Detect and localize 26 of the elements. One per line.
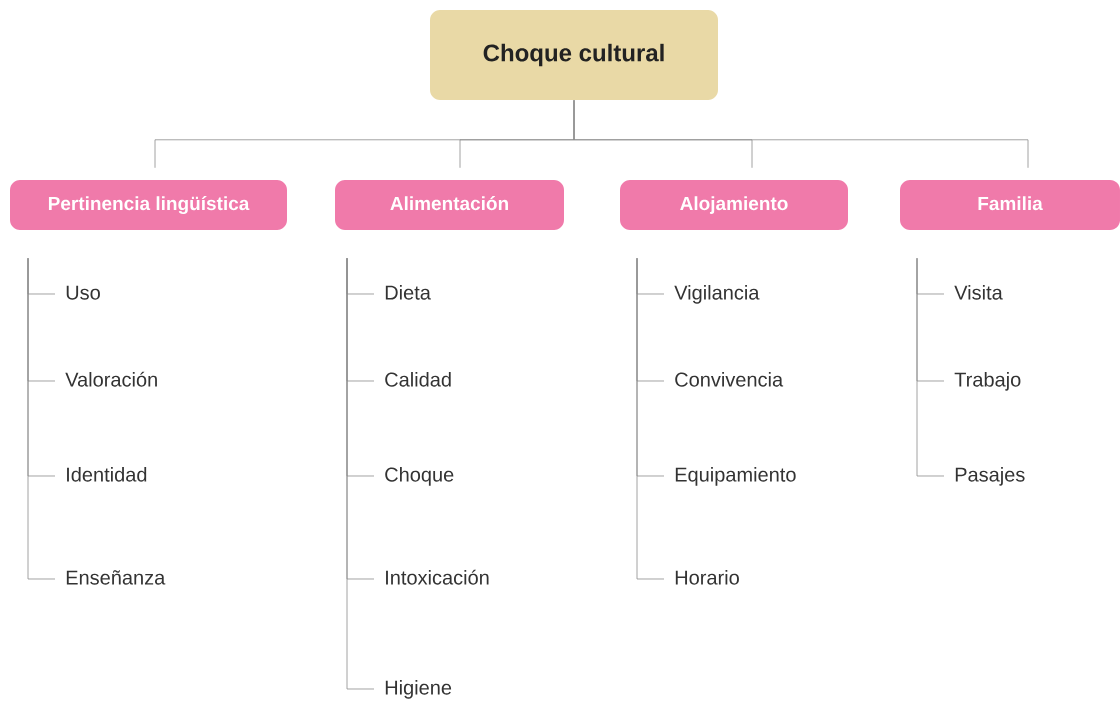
item-text: Dieta — [385, 285, 431, 300]
connector-line — [636, 257, 665, 580]
item-text: Calidad — [385, 372, 451, 387]
item-text: Convivencia — [675, 372, 784, 387]
item-text: Choque — [385, 467, 454, 486]
connector-line — [573, 99, 1029, 169]
item-text: Visita — [954, 285, 1003, 300]
connector-line — [346, 257, 375, 690]
item-text: Uso — [66, 285, 100, 300]
root-box: Choque cultural — [430, 10, 718, 100]
connector-line — [916, 257, 945, 477]
category-box: Familia — [900, 180, 1120, 230]
connector-line — [27, 257, 56, 580]
item-text: Intoxicación — [386, 569, 489, 585]
item-text: Higiene — [385, 680, 452, 699]
item-text: Valoración — [65, 371, 157, 387]
category-box: Pertinencia lingüística — [10, 180, 287, 230]
item-text: Trabajo — [954, 372, 1021, 391]
item-text: Horario — [675, 570, 739, 585]
item-text: Identidad — [67, 467, 147, 482]
item-text: Enseñanza — [66, 570, 166, 585]
category-box: Alojamiento — [620, 180, 848, 230]
item-text: Vigilancia — [674, 285, 760, 304]
item-text: Pasajes — [955, 467, 1025, 486]
category-box: Alimentación — [335, 180, 564, 230]
item-text: Equipamiento — [675, 467, 796, 486]
